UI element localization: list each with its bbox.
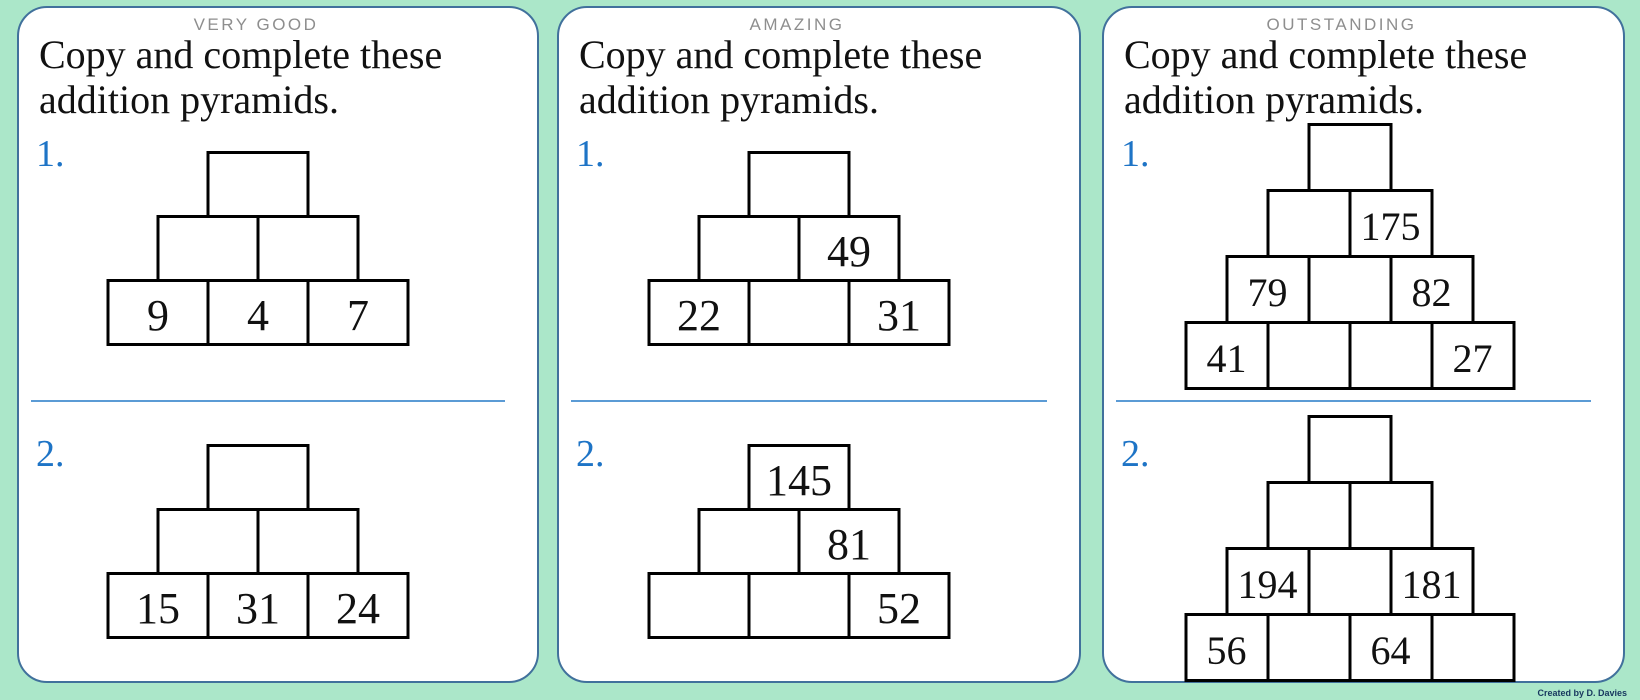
pyramid-cell-filled: 24 <box>306 572 410 639</box>
pyramid-cell-empty <box>697 215 801 282</box>
pyramid-cell-empty <box>206 151 310 218</box>
level-label: VERY GOOD <box>193 15 319 34</box>
addition-pyramid: 49 22 31 <box>647 151 951 346</box>
pyramid-cell-filled: 79 <box>1225 255 1310 324</box>
pyramid-cell-empty <box>156 215 260 282</box>
pyramid-cell-empty <box>1307 415 1392 484</box>
pyramid-row <box>156 508 360 575</box>
pyramid-cell-filled: 56 <box>1184 613 1269 682</box>
pyramid-row: 81 <box>697 508 901 575</box>
pyramid-row: 22 31 <box>647 279 951 346</box>
pyramid-cell-empty <box>1266 613 1351 682</box>
card-very-good: VERY GOOD Copy and complete these additi… <box>17 6 539 683</box>
instruction-text: Copy and complete these addition pyramid… <box>39 32 443 122</box>
pyramid-cell-filled: 52 <box>847 572 951 639</box>
pyramid-cell-filled: 49 <box>797 215 901 282</box>
pyramid-cell-filled: 22 <box>647 279 751 346</box>
instruction-text: Copy and complete these addition pyramid… <box>1124 32 1528 122</box>
pyramid-cell-empty <box>747 572 851 639</box>
pyramid-cell-empty <box>1307 255 1392 324</box>
pyramid-cell-filled: 81 <box>797 508 901 575</box>
pyramid-cell-filled: 181 <box>1389 547 1474 616</box>
pyramid-cell-filled: 82 <box>1389 255 1474 324</box>
problem-number: 1. <box>36 133 65 175</box>
pyramid-cell-empty <box>156 508 260 575</box>
pyramid-cell-filled: 4 <box>206 279 310 346</box>
pyramid-row <box>1307 415 1392 484</box>
level-label: AMAZING <box>749 15 845 34</box>
addition-pyramid: 175 79 82 41 27 <box>1184 123 1515 390</box>
problem-number: 2. <box>1121 433 1150 475</box>
pyramid-cell-empty <box>1307 547 1392 616</box>
pyramid-cell-filled: 41 <box>1184 321 1269 390</box>
pyramid-cell-empty <box>1430 613 1515 682</box>
pyramid-row: 145 <box>747 444 851 511</box>
pyramid-cell-empty <box>747 151 851 218</box>
pyramid-cell-empty <box>697 508 801 575</box>
pyramid-row <box>206 444 310 511</box>
pyramid-cell-empty <box>1266 481 1351 550</box>
problem-number: 1. <box>1121 133 1150 175</box>
pyramid-row: 49 <box>697 215 901 282</box>
pyramid-row <box>1307 123 1392 192</box>
pyramid-cell-empty <box>647 572 751 639</box>
pyramid-cell-filled: 145 <box>747 444 851 511</box>
pyramid-row: 194 181 <box>1225 547 1474 616</box>
pyramid-cell-filled: 31 <box>847 279 951 346</box>
pyramid-cell-empty <box>1348 321 1433 390</box>
pyramid-cell-filled: 27 <box>1430 321 1515 390</box>
section-divider <box>31 400 505 402</box>
problem-number: 2. <box>576 433 605 475</box>
pyramid-cell-filled: 7 <box>306 279 410 346</box>
card-amazing: AMAZING Copy and complete these addition… <box>557 6 1081 683</box>
pyramid-row: 52 <box>647 572 951 639</box>
pyramid-row <box>747 151 851 218</box>
problem-number: 2. <box>36 433 65 475</box>
pyramid-cell-filled: 9 <box>106 279 210 346</box>
section-divider <box>1116 400 1591 402</box>
pyramid-row <box>206 151 310 218</box>
pyramid-cell-empty <box>206 444 310 511</box>
pyramid-cell-empty <box>1307 123 1392 192</box>
pyramid-cell-empty <box>1266 321 1351 390</box>
problem-number: 1. <box>576 133 605 175</box>
instruction-text: Copy and complete these addition pyramid… <box>579 32 983 122</box>
pyramid-cell-filled: 194 <box>1225 547 1310 616</box>
credit-text: Created by D. Davies <box>1537 688 1627 698</box>
pyramid-row <box>156 215 360 282</box>
pyramid-cell-filled: 64 <box>1348 613 1433 682</box>
section-divider <box>571 400 1047 402</box>
pyramid-cell-filled: 175 <box>1348 189 1433 258</box>
pyramid-cell-empty <box>256 508 360 575</box>
card-outstanding: OUTSTANDING Copy and complete these addi… <box>1102 6 1625 683</box>
pyramid-cell-filled: 15 <box>106 572 210 639</box>
pyramid-cell-empty <box>747 279 851 346</box>
level-label: OUTSTANDING <box>1266 15 1417 34</box>
pyramid-cell-empty <box>256 215 360 282</box>
pyramid-cell-empty <box>1266 189 1351 258</box>
pyramid-row: 175 <box>1266 189 1433 258</box>
addition-pyramid: 194 181 56 64 <box>1184 415 1515 682</box>
pyramid-row: 56 64 <box>1184 613 1515 682</box>
pyramid-row: 79 82 <box>1225 255 1474 324</box>
pyramid-row <box>1266 481 1433 550</box>
pyramid-row: 41 27 <box>1184 321 1515 390</box>
pyramid-cell-empty <box>1348 481 1433 550</box>
pyramid-cell-filled: 31 <box>206 572 310 639</box>
